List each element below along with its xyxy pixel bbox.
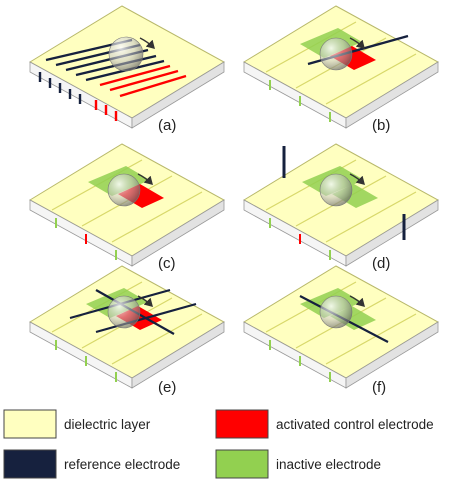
electrode-leads — [269, 218, 331, 260]
slab-side — [345, 61, 439, 129]
electrode-leads — [55, 218, 117, 260]
droplet — [108, 36, 144, 72]
droplet — [107, 173, 141, 207]
legend-item-dielectric: dielectric layer — [3, 409, 151, 439]
slab-side — [345, 321, 439, 389]
panel-b: (b) — [243, 5, 439, 134]
inactive-electrodes — [269, 80, 331, 122]
motion-arrow — [349, 37, 365, 49]
panel-label: (e) — [158, 379, 176, 396]
legend-item-inactive: inactive electrode — [215, 449, 381, 479]
legend-swatch-activated — [215, 409, 269, 439]
legend-swatch-dielectric — [3, 409, 57, 439]
motion-arrow — [349, 295, 365, 307]
panel-label: (c) — [158, 255, 176, 272]
motion-arrow — [137, 173, 153, 185]
slab-side — [131, 321, 225, 389]
slab-side — [131, 61, 225, 129]
panel-c: (c) — [29, 143, 225, 272]
legend-item-reference: reference electrode — [3, 449, 180, 479]
motion-arrow — [137, 295, 153, 307]
motion-arrow — [139, 37, 155, 49]
droplet — [107, 295, 141, 329]
legend-label: activated control electrode — [276, 417, 434, 432]
panel-label: (b) — [372, 117, 390, 134]
legend-swatch-reference — [3, 449, 57, 479]
electrode-leads — [55, 340, 117, 382]
panel-label: (d) — [372, 255, 390, 272]
legend-label: dielectric layer — [64, 417, 151, 432]
legend-swatch-inactive — [215, 449, 269, 479]
motion-arrow — [349, 173, 365, 185]
legend-item-activated: activated control electrode — [215, 409, 434, 439]
panel-a: (a) — [29, 5, 225, 134]
droplet — [319, 173, 353, 207]
droplet — [319, 37, 353, 71]
panel-label: (f) — [372, 379, 386, 396]
panel-e: (e) — [29, 265, 225, 396]
electrode-leads — [269, 340, 331, 382]
droplet — [319, 295, 353, 329]
legend-label: reference electrode — [64, 457, 180, 472]
panel-label: (a) — [158, 117, 176, 134]
legend-label: inactive electrode — [276, 457, 381, 472]
panel-f: (f) — [243, 265, 439, 396]
legend: dielectric layer activated control elect… — [3, 409, 434, 479]
slab-side — [345, 199, 439, 267]
reference-electrode-wires — [282, 146, 406, 240]
panel-d: (d) — [243, 143, 439, 272]
activated-electrodes — [94, 64, 187, 121]
slab-side — [131, 199, 225, 267]
